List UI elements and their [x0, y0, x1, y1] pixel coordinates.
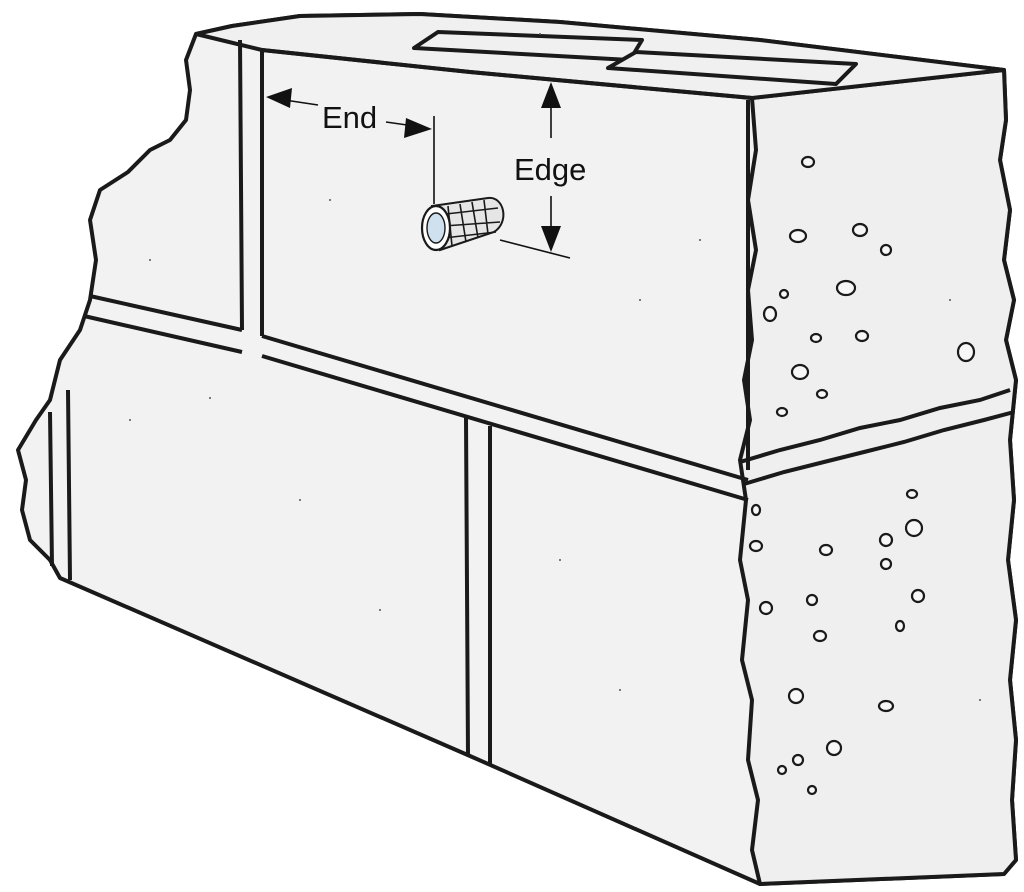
- edge-arrow-up-icon: [541, 82, 561, 108]
- concrete-texture: [129, 33, 981, 796]
- side-mortar-joint: [739, 388, 1015, 486]
- end-arrow-right-icon: [404, 118, 432, 138]
- mortar-joint-horizontal: [83, 294, 749, 502]
- end-arrow-left-icon: [266, 88, 292, 108]
- edge-dimension: Edge: [499, 82, 586, 259]
- end-label: End: [322, 100, 377, 135]
- anchor-sleeve-icon: [420, 196, 505, 252]
- mortar-joint-vertical-lower: [464, 417, 492, 764]
- block-core-left: [412, 30, 644, 62]
- edge-label: Edge: [514, 152, 586, 187]
- wall-side-face: [738, 68, 1018, 886]
- block-core-right: [606, 50, 858, 86]
- edge-arrow-down-icon: [541, 226, 561, 252]
- edge-extension-line: [499, 239, 571, 259]
- end-dimension: End: [266, 88, 435, 204]
- mortar-joint-vertical-upper: [238, 39, 264, 336]
- block-left-edge: [48, 389, 72, 581]
- block-top-front-edge: [261, 48, 753, 100]
